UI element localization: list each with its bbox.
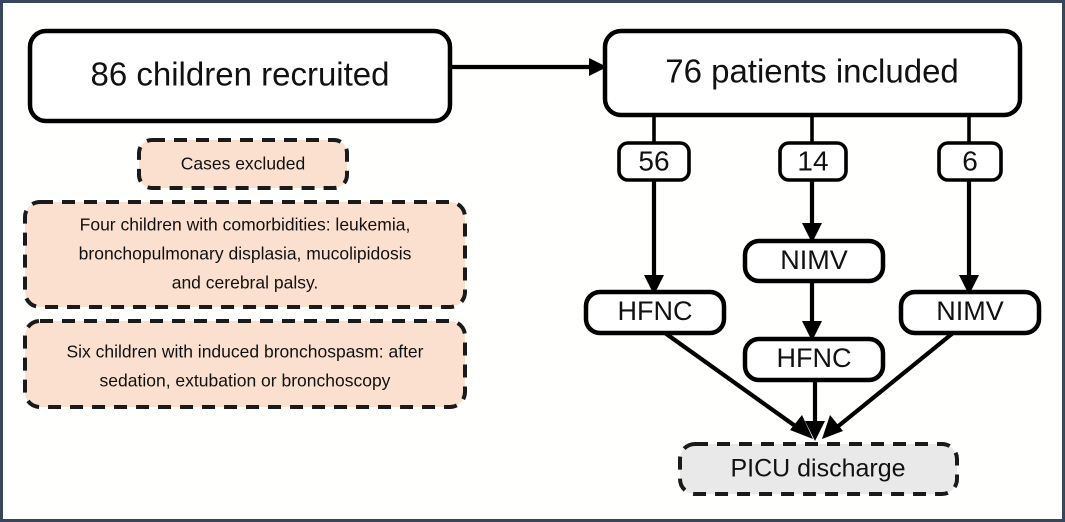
node-excluded-comorbidities[interactable]: Four children with comorbidities: leukem…	[23, 200, 467, 309]
branch-count-56-label: 56	[638, 145, 669, 176]
node-branch-count-14[interactable]: 14	[778, 141, 848, 182]
excluded-comorbidities-line3: and cerebral palsy.	[172, 273, 319, 293]
node-76-patients-included[interactable]: 76 patients included	[602, 28, 1023, 118]
left-hfnc-label: HFNC	[618, 296, 693, 326]
branch-count-14-label: 14	[797, 145, 828, 176]
flowchart-svg: 86 children recruited 76 patients includ…	[23, 28, 1042, 496]
node-mid-nimv[interactable]: NIMV	[742, 238, 886, 284]
node-86-children-recruited-label: 86 children recruited	[91, 56, 390, 93]
connector-nimv-to-hfnc	[802, 279, 822, 341]
node-branch-count-6[interactable]: 6	[937, 141, 1003, 182]
mid-nimv-label: NIMV	[780, 245, 848, 275]
node-excluded-bronchospasm[interactable]: Six children with induced bronchospasm: …	[23, 319, 467, 409]
branch-count-6-label: 6	[962, 145, 978, 176]
node-branch-count-56[interactable]: 56	[617, 141, 691, 182]
right-nimv-label: NIMV	[936, 296, 1004, 326]
mid-hfnc-label: HFNC	[777, 343, 852, 373]
connector-included-to-branches	[652, 115, 971, 143]
node-mid-hfnc[interactable]: HFNC	[742, 336, 886, 383]
node-76-patients-included-label: 76 patients included	[665, 53, 959, 90]
excluded-bronchospasm-line2: sedation, extubation or bronchoscopy	[100, 371, 391, 391]
excluded-comorbidities-line2: bronchopulmonary displasia, mucolipidosi…	[79, 244, 412, 264]
excluded-bronchospasm-line1: Six children with induced bronchospasm: …	[67, 342, 424, 362]
connector-right-nimv-to-discharge	[822, 331, 955, 439]
connector-recruited-to-included	[450, 58, 607, 76]
node-right-nimv[interactable]: NIMV	[898, 289, 1042, 336]
excluded-comorbidities-line1: Four children with comorbidities: leukem…	[80, 215, 411, 235]
node-cases-excluded-title[interactable]: Cases excluded	[137, 138, 349, 190]
node-picu-discharge[interactable]: PICU discharge	[678, 442, 959, 496]
picu-discharge-label: PICU discharge	[730, 455, 905, 483]
connector-56-to-hfnc	[644, 179, 664, 295]
connector-left-hfnc-to-discharge	[663, 331, 813, 439]
node-left-hfnc[interactable]: HFNC	[583, 289, 727, 336]
connector-mid-hfnc-to-discharge	[805, 379, 825, 441]
connector-6-to-nimv	[959, 179, 979, 295]
node-86-children-recruited[interactable]: 86 children recruited	[27, 28, 453, 124]
connector-14-to-nimv	[802, 179, 822, 243]
cases-excluded-label: Cases excluded	[181, 154, 306, 174]
